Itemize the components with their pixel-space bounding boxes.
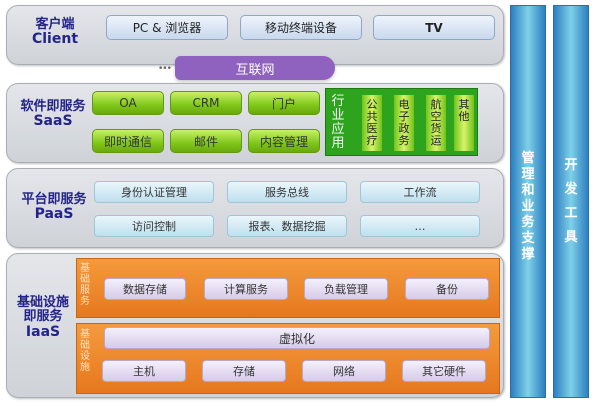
- iaas-storage[interactable]: 存储: [202, 360, 286, 382]
- devtools-pillar-label: 开发工具: [564, 158, 578, 245]
- iaas-data-storage[interactable]: 数据存储: [104, 278, 186, 300]
- management-pillar: 管理和业务支撑: [510, 5, 546, 398]
- saas-portal[interactable]: 门户: [248, 91, 320, 115]
- paas-reports[interactable]: 报表、数据挖掘: [227, 215, 347, 237]
- iaas-host[interactable]: 主机: [102, 360, 186, 382]
- industry-label: 行业应用: [331, 94, 345, 151]
- saas-crm[interactable]: CRM: [170, 91, 242, 115]
- internet-cloud: 互联网: [175, 56, 335, 80]
- iaas-virtualization[interactable]: 虚拟化: [104, 327, 490, 349]
- paas-access-control[interactable]: 访问控制: [94, 215, 214, 237]
- paas-title: 平台即服务 PaaS: [21, 192, 87, 223]
- iaas-network[interactable]: 网络: [302, 360, 386, 382]
- iaas-title: 基础设施 即服务 IaaS: [16, 295, 69, 340]
- saas-cms[interactable]: 内容管理: [248, 129, 320, 153]
- saas-im[interactable]: 即时通信: [92, 129, 164, 153]
- paas-identity[interactable]: 身份认证管理: [94, 181, 214, 203]
- iaas-load-mgmt[interactable]: 负载管理: [304, 278, 388, 300]
- iaas-backup[interactable]: 备份: [405, 278, 489, 300]
- devtools-pillar: 开发工具: [553, 5, 589, 398]
- client-mobile[interactable]: 移动终端设备: [240, 15, 362, 40]
- saas-mail[interactable]: 邮件: [170, 129, 242, 153]
- industry-airfreight[interactable]: 航空货运: [426, 95, 446, 151]
- iaas-compute[interactable]: 计算服务: [204, 278, 288, 300]
- client-pc-browser[interactable]: PC & 浏览器: [106, 15, 228, 40]
- saas-oa[interactable]: OA: [92, 91, 164, 115]
- industry-apps: 行业应用 公共医疗 电子政务 航空货运 其他: [325, 88, 478, 156]
- basic-services-label: 基础服务: [80, 263, 90, 307]
- paas-more[interactable]: …: [360, 215, 480, 237]
- client-title: 客户端 Client: [31, 17, 79, 48]
- industry-other[interactable]: 其他: [454, 95, 474, 151]
- management-pillar-label: 管理和业务支撑: [521, 151, 535, 262]
- iaas-other-hardware[interactable]: 其它硬件: [402, 360, 486, 382]
- infrastructure-label: 基础设施: [80, 329, 90, 373]
- client-tv[interactable]: TV: [373, 15, 495, 40]
- industry-healthcare[interactable]: 公共医疗: [362, 95, 382, 151]
- paas-workflow[interactable]: 工作流: [360, 181, 480, 203]
- cloud-dots: •••: [158, 64, 172, 74]
- paas-service-bus[interactable]: 服务总线: [227, 181, 347, 203]
- saas-title: 软件即服务 SaaS: [20, 99, 86, 130]
- industry-egov[interactable]: 电子政务: [394, 95, 414, 151]
